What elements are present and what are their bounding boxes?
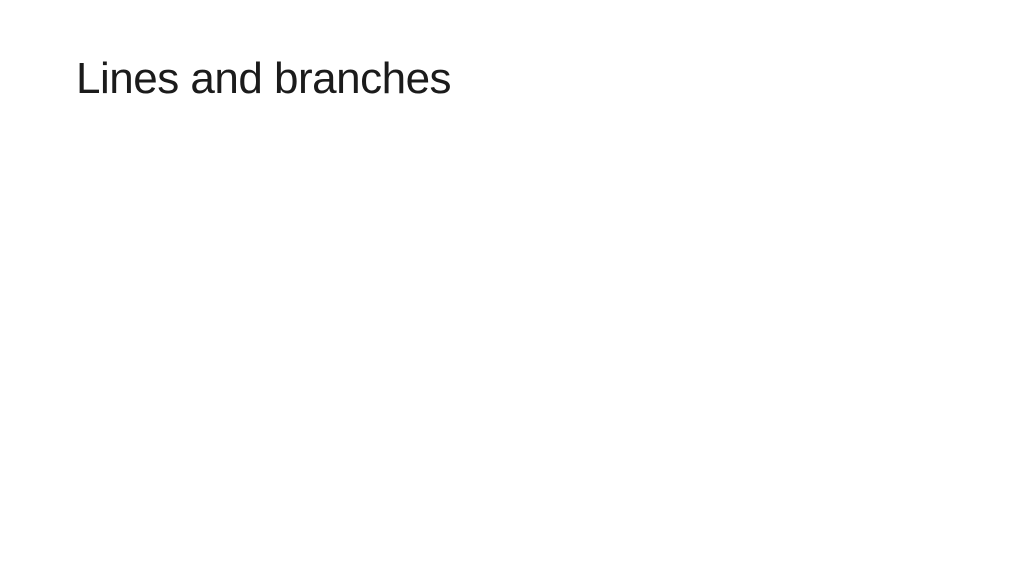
slide-title: Lines and branches: [76, 54, 452, 103]
